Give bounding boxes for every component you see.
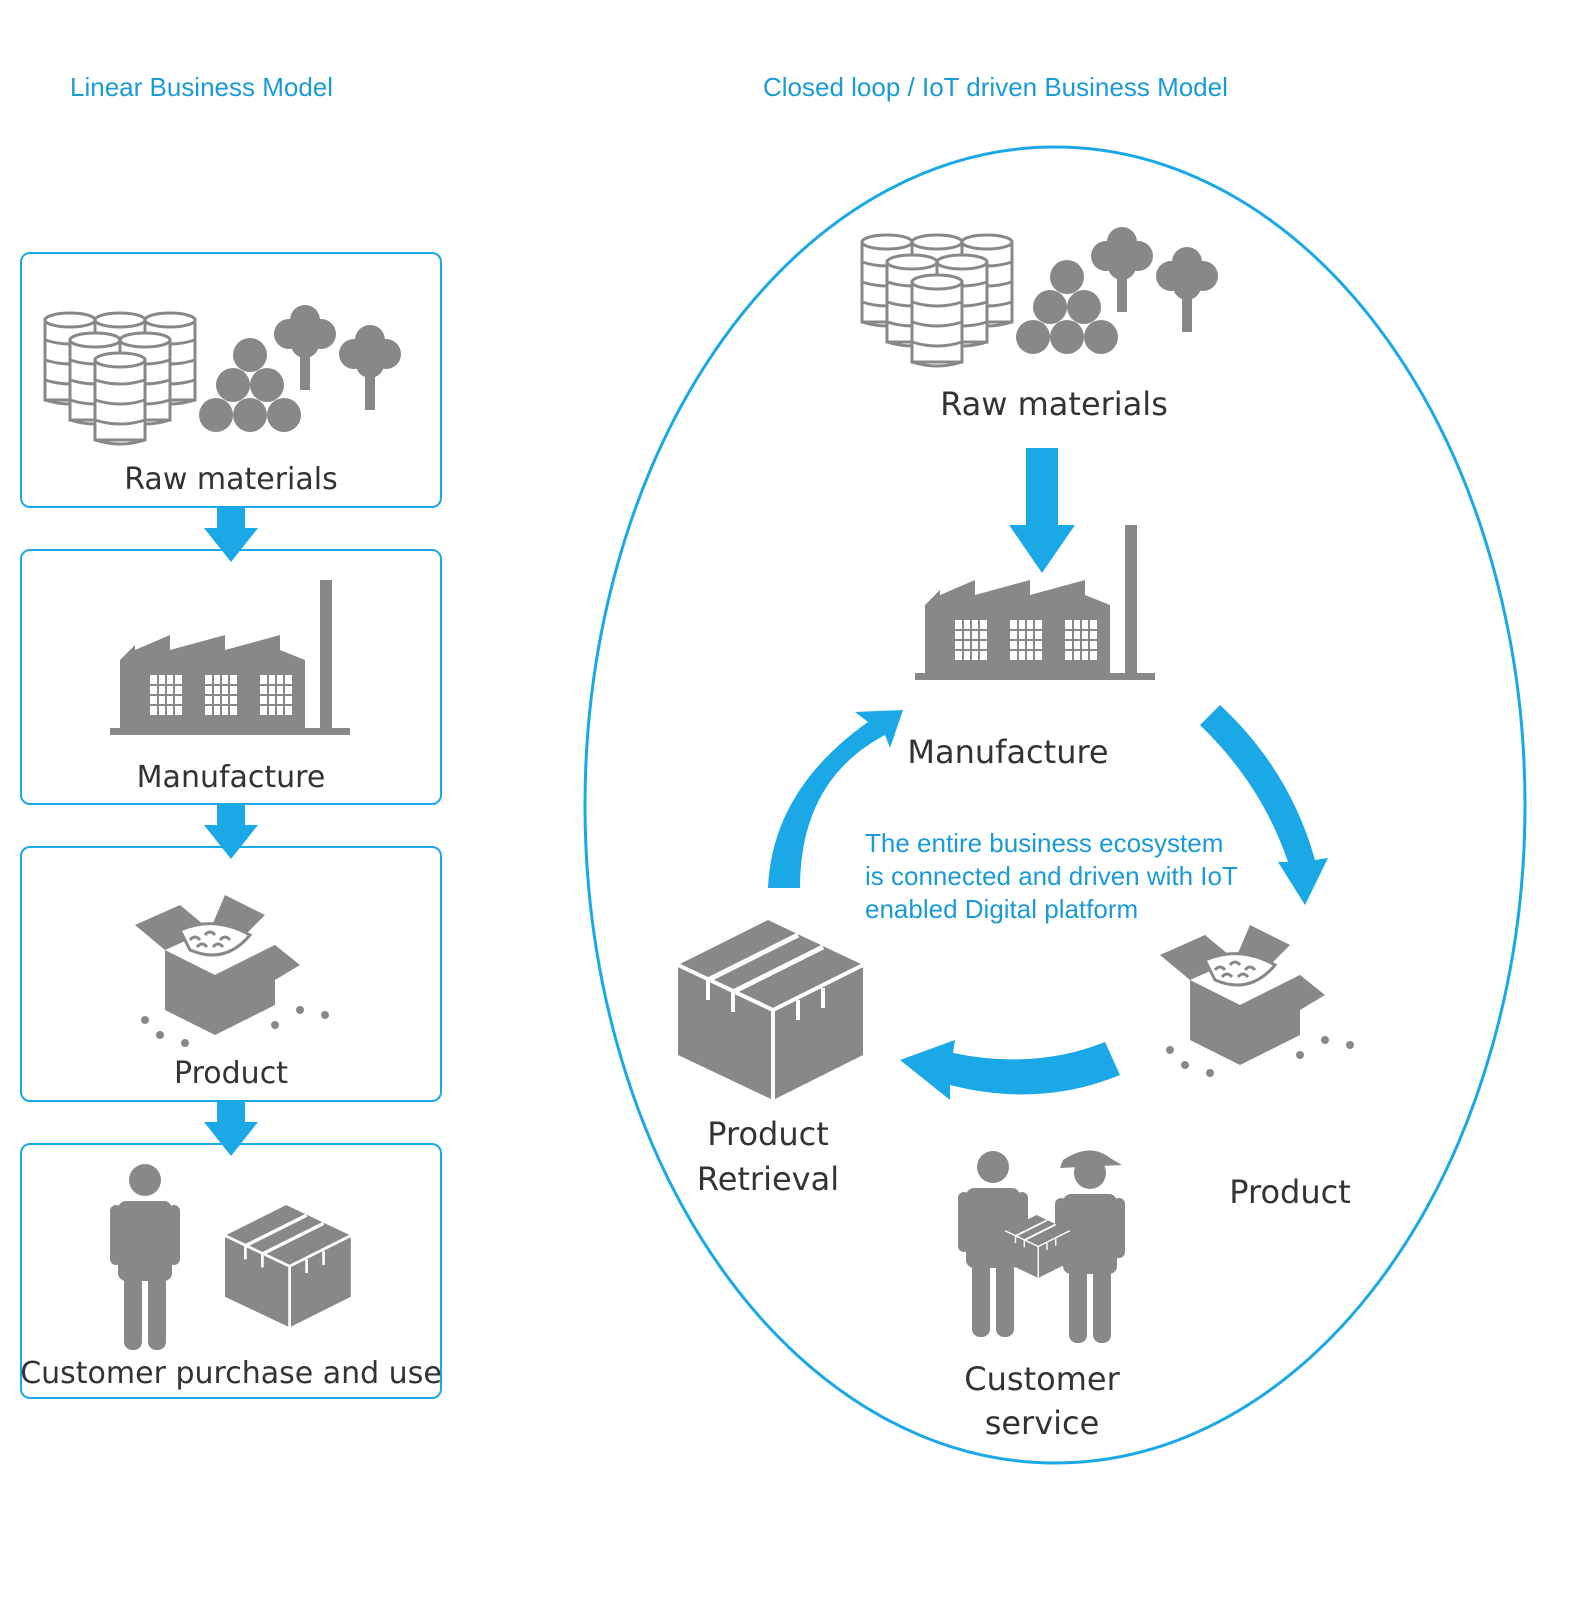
linear-arrows xyxy=(204,508,258,1156)
cl-label-retrieval-2: Retrieval xyxy=(696,1160,840,1198)
cl-raw-materials-icon xyxy=(862,227,1218,366)
closed-box-icon xyxy=(223,1203,353,1330)
customer-person-icon xyxy=(110,1164,180,1350)
cl-label-customer-1: Customer xyxy=(964,1360,1120,1398)
linear-label-raw-materials: Raw materials xyxy=(124,462,338,497)
service-person-icon xyxy=(1055,1150,1125,1343)
raw-to-manufacture-arrow xyxy=(1009,448,1075,573)
cl-label-customer-2: service xyxy=(984,1404,1100,1442)
factory-icon xyxy=(110,580,350,735)
cl-label-product: Product xyxy=(1229,1173,1351,1211)
cl-label-manufacture: Manufacture xyxy=(907,733,1109,771)
cl-label-raw-materials: Raw materials xyxy=(940,385,1168,423)
cl-closed-box-icon xyxy=(678,920,863,1100)
open-box-icon xyxy=(133,893,331,1049)
iot-note-line-1: The entire business ecosystem xyxy=(865,828,1224,858)
linear-label-customer: Customer purchase and use xyxy=(20,1356,442,1391)
closed-loop-model-title: Closed loop / IoT driven Business Model xyxy=(763,72,1228,102)
raw-materials-icon xyxy=(45,305,401,444)
iot-ecosystem-note: The entire business ecosystem is connect… xyxy=(865,827,1285,926)
cl-label-retrieval-1: Product xyxy=(707,1115,829,1153)
iot-note-line-3: enabled Digital platform xyxy=(865,894,1139,924)
cl-open-box-icon xyxy=(1158,923,1356,1079)
cycle-arrows xyxy=(768,705,1328,1100)
closed-loop-ellipse xyxy=(583,145,1527,1465)
linear-label-product: Product xyxy=(174,1056,288,1091)
iot-note-line-2: is connected and driven with IoT xyxy=(865,861,1238,891)
linear-model-title: Linear Business Model xyxy=(70,72,334,102)
linear-label-manufacture: Manufacture xyxy=(136,760,326,795)
